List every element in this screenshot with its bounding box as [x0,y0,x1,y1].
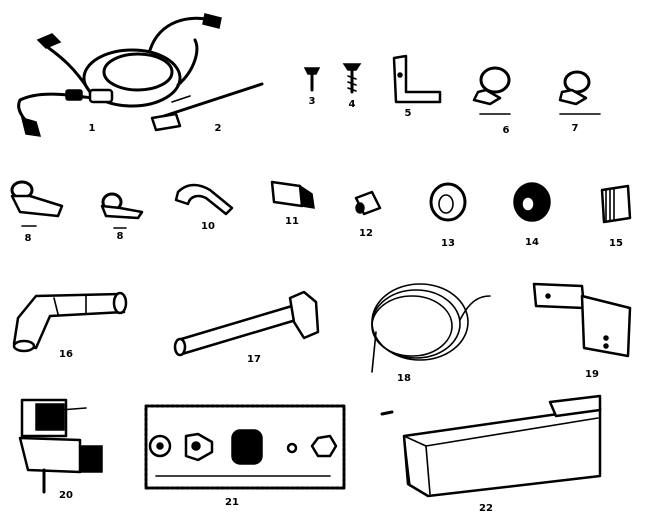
part-1-wire-harness[interactable] [17,13,222,137]
part-19-bracket[interactable] [532,282,632,358]
label-20: 20 [59,490,73,501]
label-18: 18 [397,373,411,384]
label-12: 12 [359,228,373,239]
part-3-screw[interactable] [303,67,321,92]
label-17: 17 [247,354,261,365]
label-5: 5 [405,108,412,119]
label-8-right: 8 [117,231,124,242]
label-2: 2 [215,123,222,134]
label-19: 19 [585,369,599,380]
part-13-ring[interactable] [429,182,467,222]
label-7: 7 [572,123,579,134]
label-14: 14 [525,237,539,248]
part-10-strap[interactable] [174,183,234,216]
part-2-strip[interactable] [150,82,264,132]
part-15-pad[interactable] [600,184,632,224]
label-4: 4 [349,99,356,110]
part-8-clip-right[interactable] [100,192,144,229]
part-17-tube[interactable] [173,290,320,357]
part-14-washer[interactable] [513,182,551,222]
part-12-bushing[interactable] [354,190,382,216]
label-3: 3 [309,96,316,107]
label-6: 6 [503,125,510,136]
part-18-coil[interactable] [371,283,491,373]
part-22-tray[interactable] [380,394,602,498]
part-16-elbow[interactable] [12,291,128,353]
part-20-valve[interactable] [18,398,103,494]
label-13: 13 [441,238,455,249]
part-21-fitting-kit[interactable] [144,404,346,490]
label-10: 10 [201,221,215,232]
part-11-plate[interactable] [270,180,315,209]
part-5-bracket[interactable] [392,54,442,104]
label-11: 11 [285,216,299,227]
label-21: 21 [225,497,239,508]
label-15: 15 [609,238,623,249]
part-8-clip-left[interactable] [10,180,64,227]
label-1: 1 [89,123,96,134]
part-4-screw[interactable] [342,63,362,94]
label-16: 16 [59,349,73,360]
part-6-clamp[interactable] [472,66,511,115]
label-22: 22 [479,503,493,514]
part-7-clamp[interactable] [558,70,601,115]
label-8-left: 8 [25,233,32,244]
